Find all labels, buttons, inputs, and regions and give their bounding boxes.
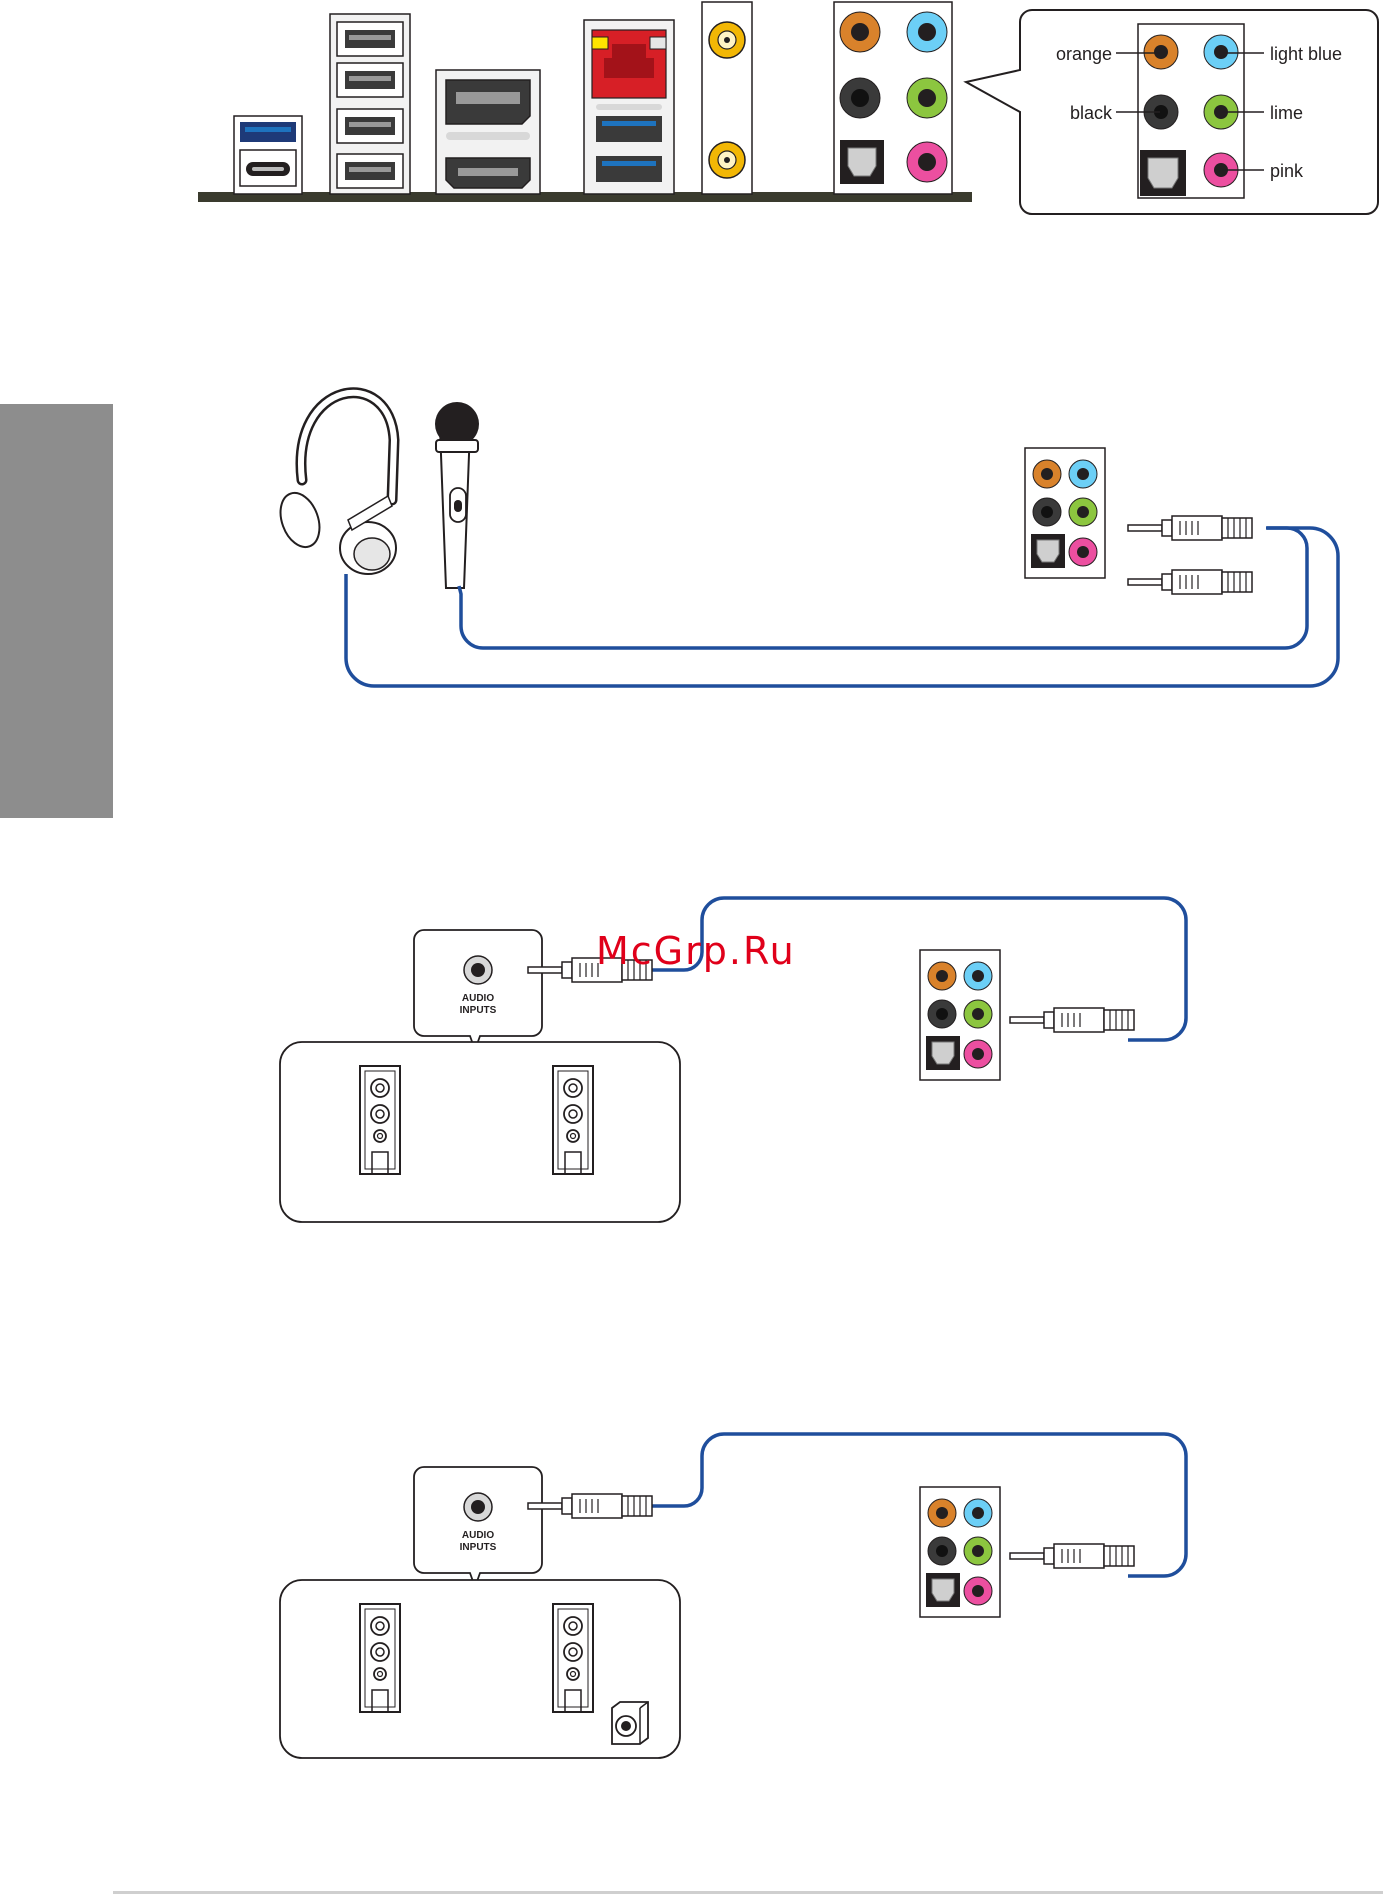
- subwoofer-icon: [612, 1702, 648, 1744]
- headphone-icon: [274, 393, 396, 574]
- audio-inputs-label-line1: AUDIO: [462, 1530, 494, 1541]
- speaker-right-icon: [553, 1066, 593, 1174]
- audio-inputs-label-line2: INPUTS: [460, 1542, 497, 1553]
- speaker-box-1: [280, 1042, 680, 1222]
- legend-label-orange: orange: [1056, 44, 1112, 64]
- speaker-left-icon: [360, 1066, 400, 1174]
- plug-lime-jack-2: [1010, 1544, 1134, 1568]
- headphone-cable: [346, 528, 1338, 686]
- lan-usb-ports: [584, 20, 674, 194]
- usb-stack-ports: [330, 14, 410, 194]
- two-point-one-speaker-diagram: AUDIO INPUTS: [280, 1434, 1186, 1758]
- speaker-left-icon: [360, 1604, 400, 1712]
- speaker-input-callout-2: [414, 1467, 542, 1587]
- audio-jack-panel-2: [920, 950, 1000, 1080]
- audio-inputs-label-line1: AUDIO: [462, 993, 494, 1004]
- microphone-icon: [435, 402, 479, 588]
- bottom-rule: [113, 1891, 1383, 1894]
- plug-mic: [1128, 570, 1252, 594]
- usb-typec-port-group: [234, 116, 302, 194]
- speaker-right-icon: [553, 1604, 593, 1712]
- legend-label-pink: pink: [1270, 161, 1304, 181]
- rear-io-panel: [198, 2, 972, 202]
- audio-jack-panel-1: [1025, 448, 1105, 578]
- display-ports: [436, 70, 540, 194]
- wifi-antenna-ports: [702, 2, 752, 194]
- legend-label-light-blue: light blue: [1270, 44, 1342, 64]
- headphone-mic-diagram: [274, 393, 1338, 686]
- legend-label-black: black: [1070, 103, 1113, 123]
- audio-port-legend: orange black light blue lime pink: [966, 10, 1378, 214]
- plug-lime-jack-1: [1010, 1008, 1134, 1032]
- plug-headphone: [1128, 516, 1252, 540]
- watermark-text: McGrp.Ru: [596, 929, 796, 973]
- audio-inputs-label-line2: INPUTS: [460, 1005, 497, 1016]
- sidebar-tab: [0, 404, 113, 818]
- audio-jack-panel-3: [920, 1487, 1000, 1617]
- speaker-input-callout-1: [414, 930, 542, 1050]
- audio-port-panel: [834, 2, 952, 194]
- legend-label-lime: lime: [1270, 103, 1303, 123]
- plug-speaker-input-2: [528, 1494, 652, 1518]
